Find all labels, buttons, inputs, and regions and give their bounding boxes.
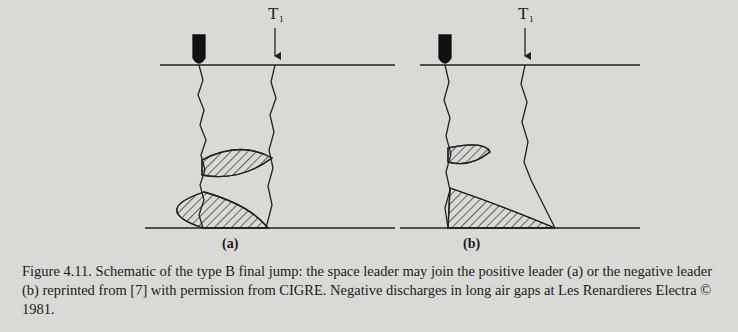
figure-a <box>145 28 395 228</box>
time-label: T₁ <box>518 4 534 24</box>
figure-caption: Figure 4.11. Schematic of the type B fin… <box>22 262 716 319</box>
figure-b <box>400 28 640 228</box>
panel-label: (a) <box>222 236 238 252</box>
time-label: T₁ <box>268 4 284 24</box>
panel-label: (b) <box>463 236 480 252</box>
